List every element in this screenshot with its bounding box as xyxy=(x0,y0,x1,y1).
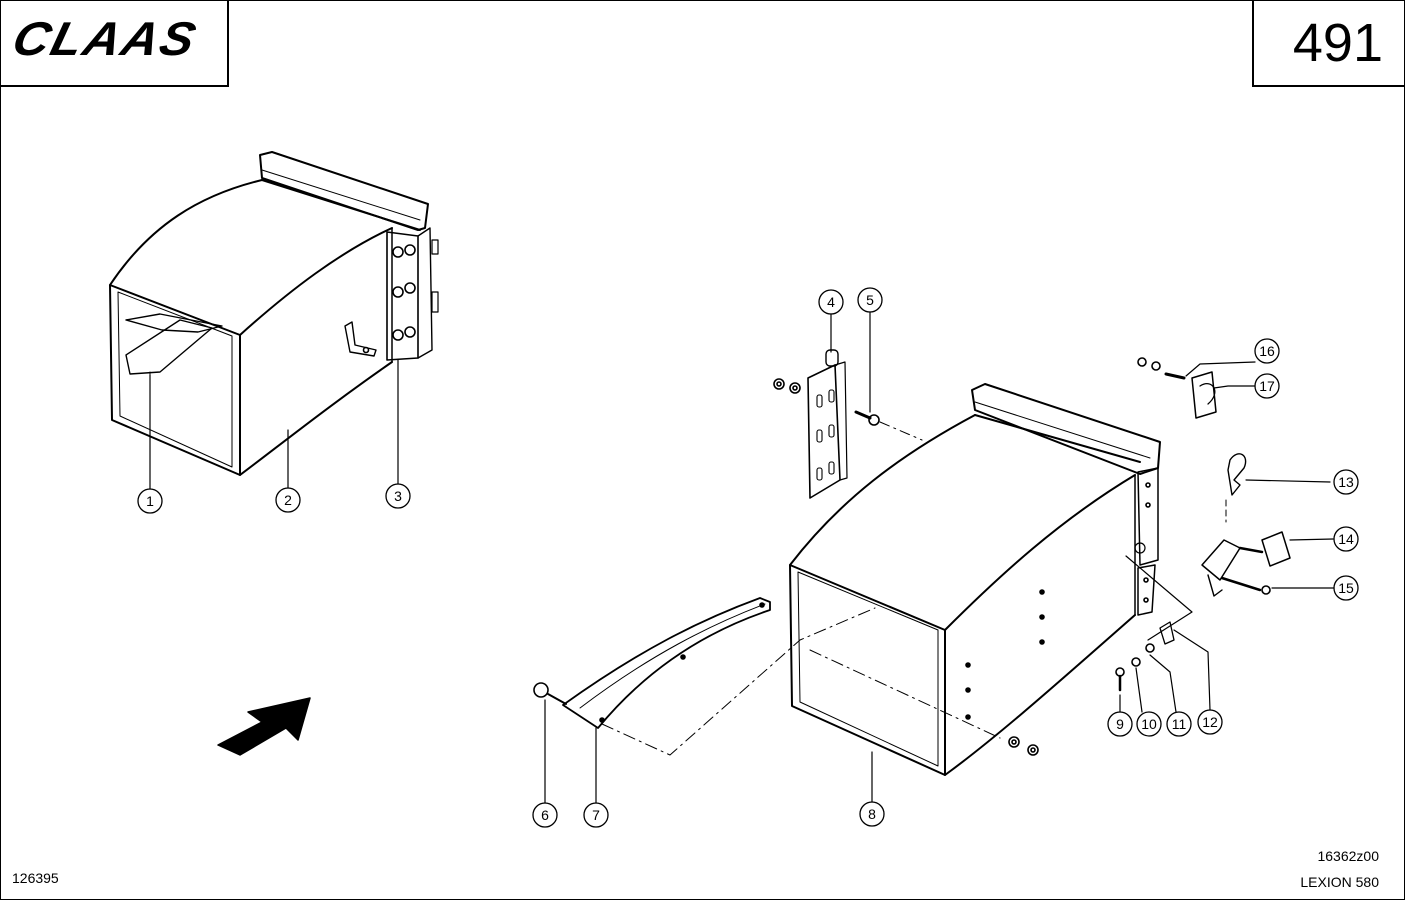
callout-1: 1 xyxy=(137,488,163,514)
callout-9: 9 xyxy=(1107,711,1133,737)
callout-label: 14 xyxy=(1338,531,1354,547)
callout-label: 4 xyxy=(827,294,835,310)
callout-3: 3 xyxy=(385,483,411,509)
callout-5: 5 xyxy=(857,287,883,313)
callout-4: 4 xyxy=(818,289,844,315)
callout-6: 6 xyxy=(532,802,558,828)
callout-label: 15 xyxy=(1338,580,1354,596)
exploded-chute xyxy=(789,383,1161,776)
model-name: LEXION 580 xyxy=(1300,874,1379,890)
callout-17: 17 xyxy=(1254,373,1280,399)
callout-label: 12 xyxy=(1202,714,1218,730)
page-number: 491 xyxy=(1292,13,1383,73)
leader-lines xyxy=(149,311,1335,804)
callout-8: 8 xyxy=(859,801,885,827)
callout-14: 14 xyxy=(1333,526,1359,552)
callout-label: 11 xyxy=(1172,716,1187,732)
callout-label: 6 xyxy=(541,807,549,823)
callout-label: 2 xyxy=(284,492,292,508)
brand-logo-box: CLAAS xyxy=(0,0,229,87)
callout-label: 10 xyxy=(1141,716,1157,732)
callout-label: 3 xyxy=(394,488,402,504)
callout-12: 12 xyxy=(1197,709,1223,735)
callout-11: 11 xyxy=(1166,711,1192,737)
callout-7: 7 xyxy=(583,802,609,828)
callout-label: 5 xyxy=(866,292,874,308)
page-number-box: 491 xyxy=(1252,0,1405,87)
callout-10: 10 xyxy=(1136,711,1162,737)
callouts: 1 2 3 4 5 6 7 8 9 10 11 12 13 14 15 16 1… xyxy=(137,287,1359,828)
callout-label: 17 xyxy=(1259,378,1275,394)
callout-label: 13 xyxy=(1338,474,1354,490)
callout-label: 8 xyxy=(868,806,876,822)
callout-13: 13 xyxy=(1333,469,1359,495)
assembled-chute xyxy=(109,151,439,476)
callout-label: 7 xyxy=(592,807,600,823)
curved-strip xyxy=(533,597,1039,756)
callout-label: 1 xyxy=(146,493,154,509)
callout-15: 15 xyxy=(1333,575,1359,601)
revision-code: 16362z00 xyxy=(1317,848,1379,864)
direction-arrow xyxy=(217,697,311,756)
callout-label: 9 xyxy=(1116,716,1124,732)
callout-2: 2 xyxy=(275,487,301,513)
hinge-strap xyxy=(773,349,923,499)
callout-label: 16 xyxy=(1259,343,1275,359)
latch-hardware xyxy=(1115,357,1291,692)
drawing-code: 126395 xyxy=(12,870,59,886)
callout-16: 16 xyxy=(1254,338,1280,364)
